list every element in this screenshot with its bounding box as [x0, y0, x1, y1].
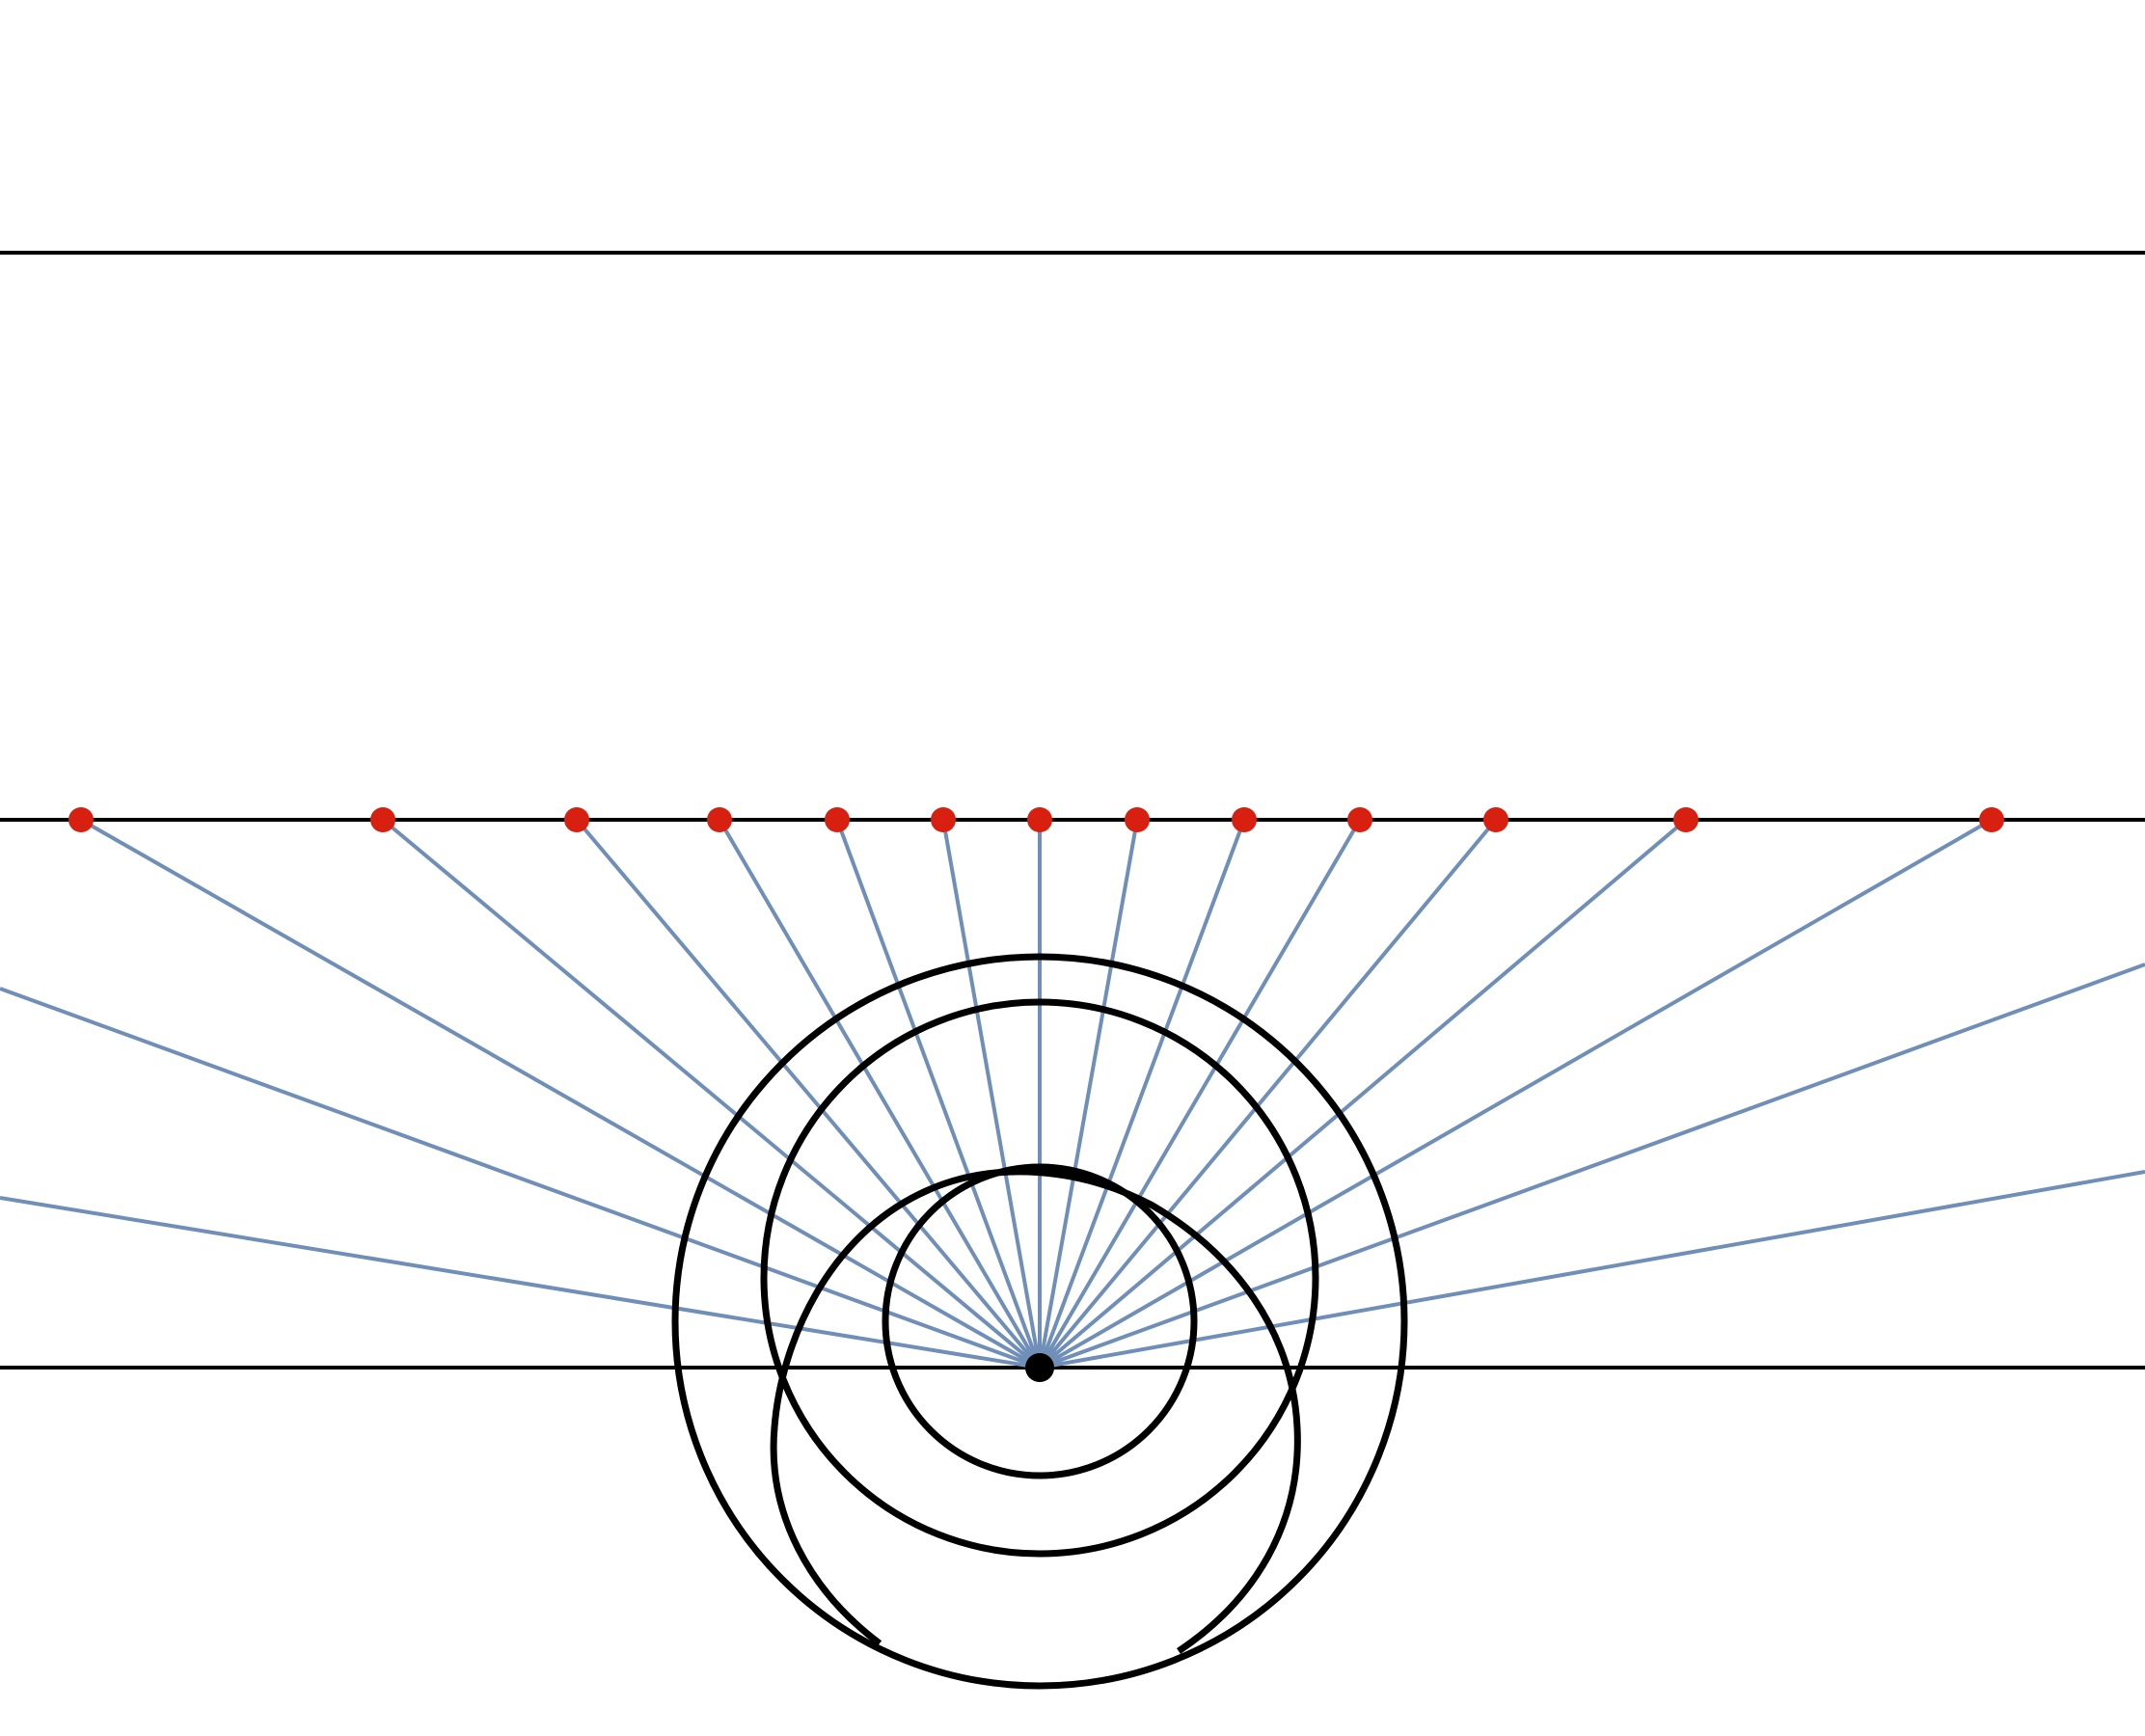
side-ray-3 [1039, 963, 2145, 1370]
ray-group [0, 818, 2145, 1370]
ray-8 [1038, 819, 1139, 1369]
point-group [68, 807, 2004, 832]
red-point-12 [1673, 807, 1698, 832]
ray-6 [941, 819, 1042, 1369]
ray-5 [835, 819, 1042, 1369]
side-ray-2 [0, 1196, 1041, 1370]
red-point-13 [1979, 807, 2004, 832]
ray-1 [80, 818, 1041, 1370]
red-point-3 [564, 807, 589, 832]
ray-2 [381, 818, 1042, 1370]
ray-11 [1038, 818, 1498, 1370]
inner-circle [882, 1163, 1198, 1479]
red-point-1 [68, 807, 94, 832]
red-point-2 [370, 807, 395, 832]
middle-circle [760, 998, 1319, 1558]
side-ray-1 [0, 987, 1041, 1370]
red-point-11 [1483, 807, 1508, 832]
ray-12 [1038, 818, 1688, 1370]
ray-9 [1038, 819, 1246, 1369]
ray-10 [1038, 818, 1362, 1370]
ray-3 [575, 818, 1042, 1370]
origin-point [1025, 1353, 1054, 1382]
red-point-6 [931, 807, 956, 832]
red-point-4 [707, 807, 732, 832]
outer-circle [671, 953, 1408, 1690]
red-point-5 [825, 807, 850, 832]
side-ray-4 [1039, 1170, 2145, 1370]
tilted-loop-curve [770, 1168, 1301, 1654]
curve-group [671, 953, 1408, 1690]
ray-13 [1039, 818, 1993, 1370]
ray-4 [718, 818, 1042, 1370]
red-point-7 [1027, 807, 1052, 832]
red-point-10 [1347, 807, 1372, 832]
red-point-8 [1125, 807, 1150, 832]
red-point-9 [1232, 807, 1257, 832]
